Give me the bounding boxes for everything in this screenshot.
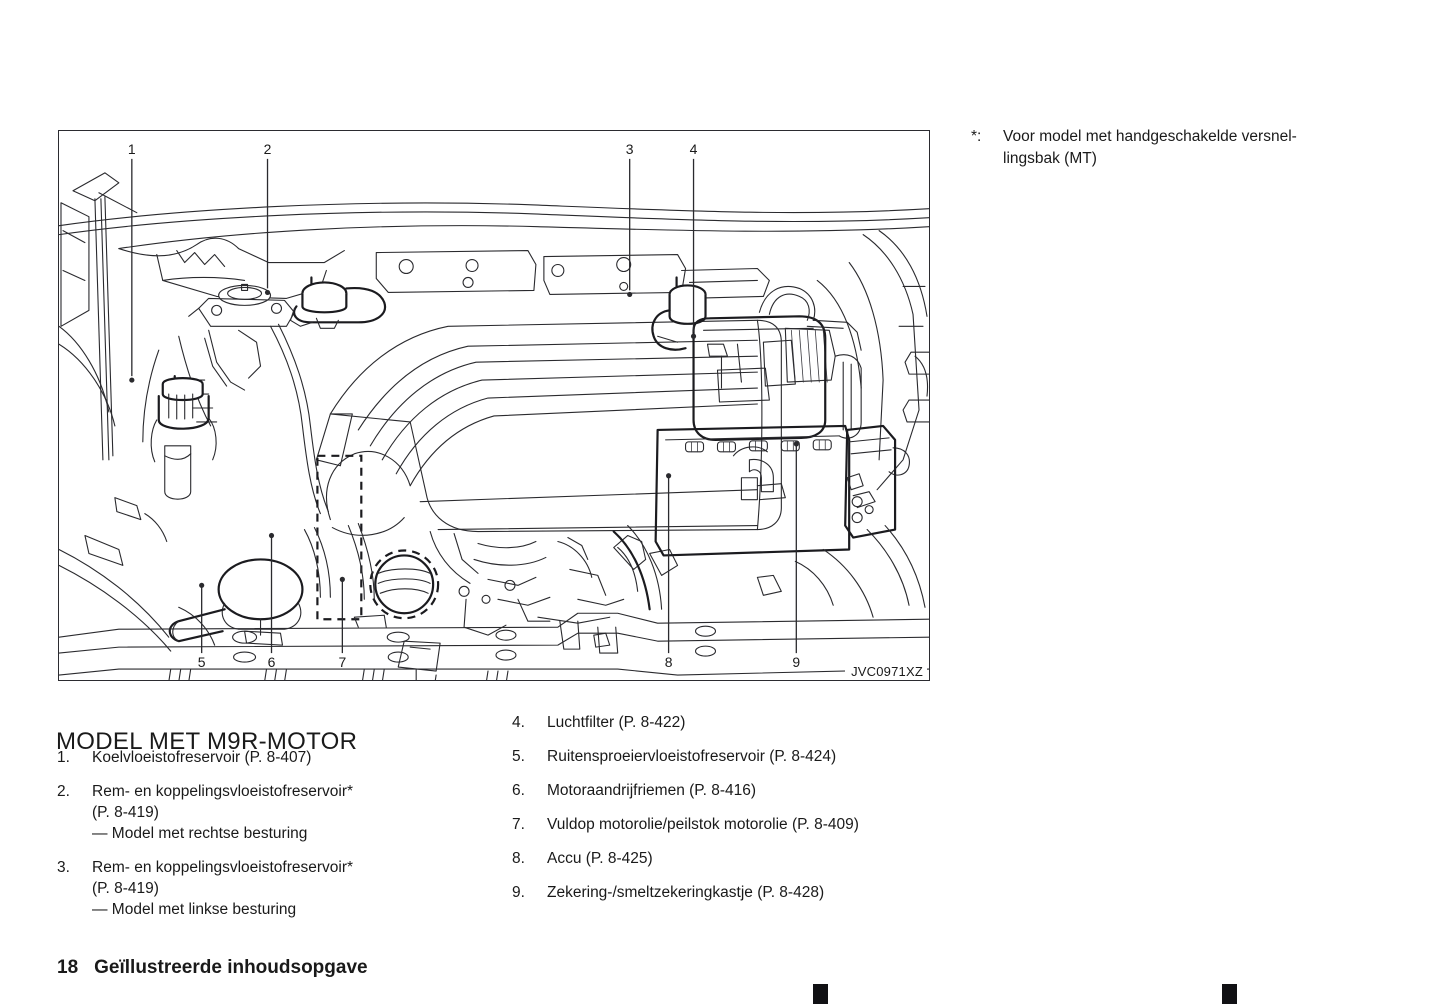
callout-leaders — [129, 158, 799, 654]
list-item: 8. Accu (P. 8-425) — [512, 849, 982, 870]
registration-mark-left — [813, 984, 828, 1004]
list-item-line: — Model met linkse besturing — [92, 900, 297, 918]
list-item-body: Motoraandrijfriemen (P. 8-416) — [547, 781, 982, 802]
list-item-body: Rem- en koppelingsvloeistofreservoir* (P.… — [92, 782, 477, 845]
registration-mark-right — [1222, 984, 1237, 1004]
section-title: MODEL MET M9R-MOTOR — [56, 728, 358, 756]
list-item-line: Rem- en koppelingsvloeistofreservoir* — [92, 782, 354, 800]
list-item-line: Vuldop motorolie/peilstok motorolie (P. … — [547, 815, 859, 833]
engine-bay-figure: .ln { fill:none; stroke:#2a2a2e; stroke-… — [58, 130, 930, 681]
list-item-number: 5. — [512, 747, 525, 765]
list-item-body: Luchtfilter (P. 8-422) — [547, 713, 982, 734]
callout-number-2: 2 — [264, 141, 272, 157]
footnote: *: Voor model met handgeschakelde versne… — [971, 126, 1391, 171]
list-item-body: Accu (P. 8-425) — [547, 849, 982, 870]
list-item: 4. Luchtfilter (P. 8-422) — [512, 713, 982, 734]
list-item: 3. Rem- en koppelingsvloeistofreservoir* (… — [57, 858, 477, 921]
footnote-line-2: lingsbak (MT) — [1003, 150, 1097, 168]
list-item-line: (P. 8-419) — [92, 879, 159, 897]
figure-image-code: JVC0971XZ — [845, 663, 927, 679]
list-item: 7. Vuldop motorolie/peilstok motorolie (P… — [512, 815, 982, 836]
list-item: 9. Zekering-/smeltzekeringkastje (P. 8-42… — [512, 883, 982, 904]
footnote-marker: *: — [971, 128, 982, 145]
callout-numbers: 1 2 3 4 5 6 7 8 9 — [128, 141, 800, 670]
list-item-number: 2. — [57, 782, 70, 800]
list-item-line: Rem- en koppelingsvloeistofreservoir* — [92, 858, 354, 876]
list-item: 1. Koelvloeistofreservoir (P. 8-407) — [57, 748, 477, 769]
component-list-right: 4. Luchtfilter (P. 8-422) 5. Ruitensproeier… — [512, 713, 982, 917]
list-item-number: 9. — [512, 883, 525, 901]
list-item: 2. Rem- en koppelingsvloeistofreservoir* (… — [57, 782, 477, 845]
list-item: 6. Motoraandrijfriemen (P. 8-416) — [512, 781, 982, 802]
callout-number-7: 7 — [338, 654, 346, 670]
list-item-number: 6. — [512, 781, 525, 799]
component-list-left: 1. Koelvloeistofreservoir (P. 8-407) 2. Rem… — [57, 748, 477, 933]
list-item-number: 8. — [512, 849, 525, 867]
list-item-body: Rem- en koppelingsvloeistofreservoir* (P.… — [92, 858, 477, 921]
footer-section-title: Geïllustreerde inhoudsopgave — [94, 957, 368, 978]
callout-number-1: 1 — [128, 141, 136, 157]
callout-number-3: 3 — [626, 141, 634, 157]
callout-number-6: 6 — [268, 654, 276, 670]
list-item-line: Zekering-/smeltzekeringkastje (P. 8-428) — [547, 883, 825, 901]
list-item-number: 7. — [512, 815, 525, 833]
list-item-number: 1. — [57, 749, 70, 766]
list-item-line: Luchtfilter (P. 8-422) — [547, 714, 686, 731]
callout-number-4: 4 — [690, 141, 698, 157]
list-item-body: Ruitensproeiervloeistofreservoir (P. 8-4… — [547, 747, 982, 768]
list-item-number: 3. — [57, 858, 70, 876]
callout-number-5: 5 — [198, 654, 206, 670]
callout-number-8: 8 — [665, 654, 673, 670]
list-item-line: Koelvloeistofreservoir (P. 8-407) — [92, 749, 312, 766]
callout-number-9: 9 — [792, 654, 800, 670]
list-item-body: Koelvloeistofreservoir (P. 8-407) — [92, 748, 477, 769]
page-number: 18 — [57, 957, 79, 978]
list-item-line: Ruitensproeiervloeistofreservoir (P. 8-4… — [547, 747, 837, 765]
engine-bay-line-drawing: .ln { fill:none; stroke:#2a2a2e; stroke-… — [59, 141, 929, 680]
list-item-body: Zekering-/smeltzekeringkastje (P. 8-428) — [547, 883, 982, 904]
list-item-line: Motoraandrijfriemen (P. 8-416) — [547, 781, 757, 799]
footnote-line-1: Voor model met handgeschakelde versnel- — [1003, 128, 1297, 145]
list-item-line: Accu (P. 8-425) — [547, 849, 653, 867]
list-item-line: — Model met rechtse besturing — [92, 824, 308, 842]
list-item-body: Vuldop motorolie/peilstok motorolie (P. … — [547, 815, 982, 836]
list-item-number: 4. — [512, 714, 525, 731]
list-item-line: (P. 8-419) — [92, 803, 159, 821]
list-item: 5. Ruitensproeiervloeistofreservoir (P. 8… — [512, 747, 982, 768]
page-footer: 18 Geïllustreerde inhoudsopgave — [57, 957, 368, 979]
